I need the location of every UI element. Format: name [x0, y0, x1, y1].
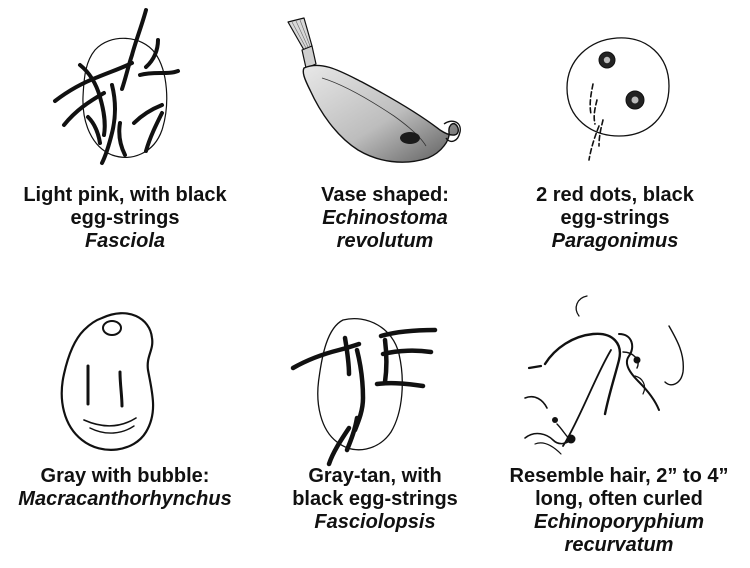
paragonimus-scientific-name: Paragonimus [505, 230, 725, 253]
echinoporyphium-dot-3 [634, 357, 641, 364]
macracanthorhynchus-drawing [50, 300, 175, 460]
echinostoma-scientific-name-line-2: revolutum [275, 230, 495, 253]
echinostoma-scientific-name-line-1: Echinostoma [275, 207, 495, 230]
fasciola-description-line-2: egg-strings [0, 207, 250, 230]
paragonimus-dots [599, 52, 644, 109]
echinoporyphium-description-line-1: Resemble hair, 2” to 4” [490, 465, 748, 488]
fasciolopsis-description-line-2: black egg-strings [265, 488, 485, 511]
fasciolopsis-scientific-name: Fasciolopsis [265, 511, 485, 534]
paragonimus-egg-strings [589, 84, 603, 160]
caption-echinoporyphium: Resemble hair, 2” to 4” long, often curl… [490, 465, 748, 557]
macracanthorhynchus-bubble [103, 321, 121, 335]
echinoporyphium-dot-2 [552, 417, 558, 423]
fasciola-egg-strings [55, 10, 178, 163]
fasciolopsis-description-line-1: Gray-tan, with [265, 465, 485, 488]
caption-paragonimus: 2 red dots, black egg-strings Paragonimu… [505, 184, 725, 253]
echinoporyphium-description-line-2: long, often curled [490, 488, 748, 511]
paragonimus-description-line-1: 2 red dots, black [505, 184, 725, 207]
echinoporyphium-scientific-name-line-2: recurvatum [490, 534, 748, 557]
macracanthorhynchus-scientific-name: Macracanthorhynchus [0, 488, 250, 511]
paragonimus-body-outline [567, 38, 669, 136]
echinoporyphium-drawing [515, 290, 700, 460]
fasciola-description-line-1: Light pink, with black [0, 184, 250, 207]
caption-echinostoma: Vase shaped: Echinostoma revolutum [275, 184, 495, 253]
echinoporyphium-dot-1 [567, 435, 576, 444]
echinostoma-drawing [282, 12, 472, 172]
caption-fasciolopsis: Gray-tan, with black egg-strings Fasciol… [265, 465, 485, 534]
echinostoma-vase-body [288, 18, 460, 162]
caption-fasciola: Light pink, with black egg-strings Fasci… [0, 184, 250, 253]
paragonimus-drawing [555, 30, 685, 175]
fasciolopsis-egg-strings [293, 330, 435, 464]
fasciola-scientific-name: Fasciola [0, 230, 250, 253]
echinoporyphium-scientific-name-line-1: Echinoporyphium [490, 511, 748, 534]
caption-macracanthorhynchus: Gray with bubble: Macracanthorhynchus [0, 465, 250, 511]
echinoporyphium-hair-strands [525, 296, 683, 454]
fasciolopsis-drawing [285, 310, 455, 470]
macracanthorhynchus-description: Gray with bubble: [0, 465, 250, 488]
paragonimus-description-line-2: egg-strings [505, 207, 725, 230]
fasciola-drawing [50, 5, 200, 170]
echinostoma-description: Vase shaped: [275, 184, 495, 207]
